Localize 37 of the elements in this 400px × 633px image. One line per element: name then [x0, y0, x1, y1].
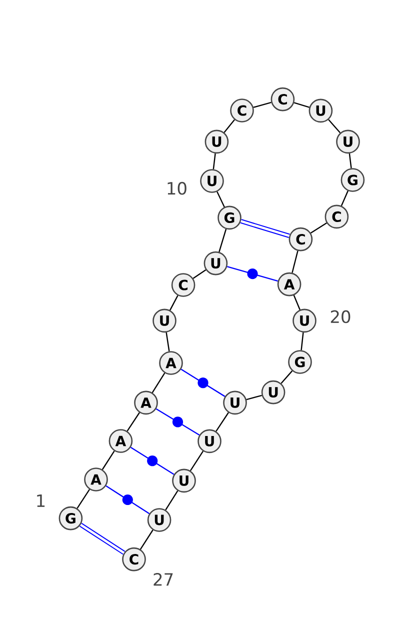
backbone-line — [348, 153, 352, 168]
backbone-line — [300, 332, 304, 350]
backbone-line — [340, 190, 348, 206]
base-pair-line — [106, 485, 150, 514]
position-number: 1 — [37, 494, 45, 507]
backbone-line — [165, 490, 178, 510]
backbone-line — [190, 450, 204, 472]
backbone-line — [140, 530, 154, 550]
backbone-line — [292, 250, 298, 273]
position-number: 20 — [330, 310, 350, 324]
backbone-line — [294, 102, 310, 108]
position-number: 10 — [168, 182, 186, 195]
base-pair-line — [240, 219, 290, 238]
base-pair-line — [180, 368, 226, 397]
backbone-line — [192, 269, 206, 279]
base-pair-line — [79, 522, 126, 555]
backbone-line — [216, 412, 229, 432]
backbone-line — [224, 119, 235, 133]
backbone-line — [126, 412, 140, 432]
backbone-line — [76, 489, 90, 509]
backbone-line — [102, 450, 115, 470]
base-pair-line — [156, 408, 200, 436]
backbone-line — [218, 228, 227, 252]
backbone-line — [310, 222, 327, 234]
backbone-line — [246, 394, 262, 400]
backbone-line — [166, 332, 170, 352]
backbone-line — [328, 119, 341, 134]
backbone-line — [216, 191, 225, 208]
backbone-line — [212, 153, 216, 170]
base-pair-line — [130, 446, 174, 475]
backbone-line — [170, 295, 178, 310]
backbone-line — [293, 295, 300, 310]
backbone-line — [253, 102, 272, 108]
position-number: 27 — [154, 573, 173, 586]
backbone-line — [280, 370, 293, 384]
base-pair-line — [226, 266, 278, 282]
backbone-line — [152, 372, 166, 393]
